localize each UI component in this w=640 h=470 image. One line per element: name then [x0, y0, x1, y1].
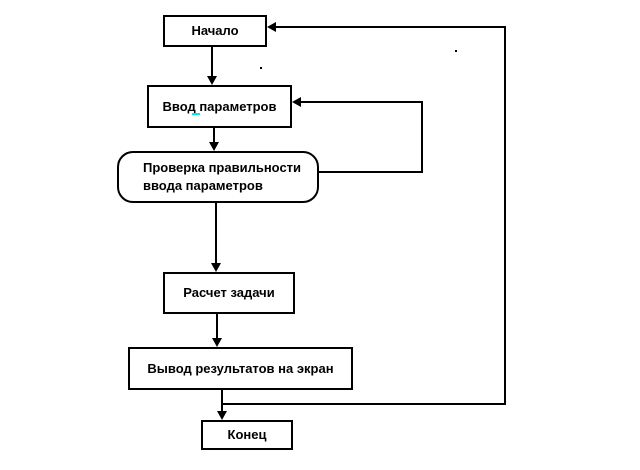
- node-end: Конец: [201, 420, 293, 450]
- node-start-label: Начало: [191, 23, 239, 38]
- stray-dot-2: [455, 50, 457, 52]
- node-calc-task: Расчет задачи: [163, 272, 295, 314]
- feedback-check-input-bottom-line: [318, 171, 423, 173]
- feedback-end-start-bottom-line: [221, 403, 506, 405]
- stray-dot-1: [260, 67, 262, 69]
- node-input-params: Ввод параметров: [147, 85, 292, 128]
- feedback-end-start-top-line: [276, 26, 504, 28]
- cyan-underscore-artifact: [192, 113, 200, 115]
- edge-calc-output-line: [216, 314, 218, 339]
- node-check-params-label: Проверка правильности ввода параметров: [143, 159, 301, 195]
- edge-output-end-arrowhead-icon: [217, 411, 227, 420]
- feedback-check-input-arrowhead-icon: [292, 97, 301, 107]
- edge-start-input-line: [211, 47, 213, 77]
- node-check-params-label-line2: ввода параметров: [143, 178, 263, 193]
- node-end-label: Конец: [227, 427, 267, 442]
- edge-output-end-line: [221, 390, 223, 412]
- node-check-params: Проверка правильности ввода параметров: [117, 151, 319, 203]
- feedback-end-start-arrowhead-icon: [267, 22, 276, 32]
- feedback-check-input-top-line: [301, 101, 421, 103]
- feedback-end-start-vertical-line: [504, 26, 506, 405]
- edge-input-check-arrowhead-icon: [209, 142, 219, 151]
- edge-calc-output-arrowhead-icon: [212, 338, 222, 347]
- feedback-check-input-vertical-line: [421, 101, 423, 173]
- edge-start-input-arrowhead-icon: [207, 76, 217, 85]
- edge-input-check-line: [213, 128, 215, 143]
- node-output-results: Вывод результатов на экран: [128, 347, 353, 390]
- node-output-results-label: Вывод результатов на экран: [147, 360, 334, 376]
- edge-check-calc-arrowhead-icon: [211, 263, 221, 272]
- edge-check-calc-line: [215, 203, 217, 264]
- node-input-params-label: Ввод параметров: [162, 98, 277, 114]
- node-check-params-label-line1: Проверка правильности: [143, 160, 302, 175]
- node-start: Начало: [163, 15, 267, 47]
- node-calc-task-label: Расчет задачи: [183, 285, 275, 300]
